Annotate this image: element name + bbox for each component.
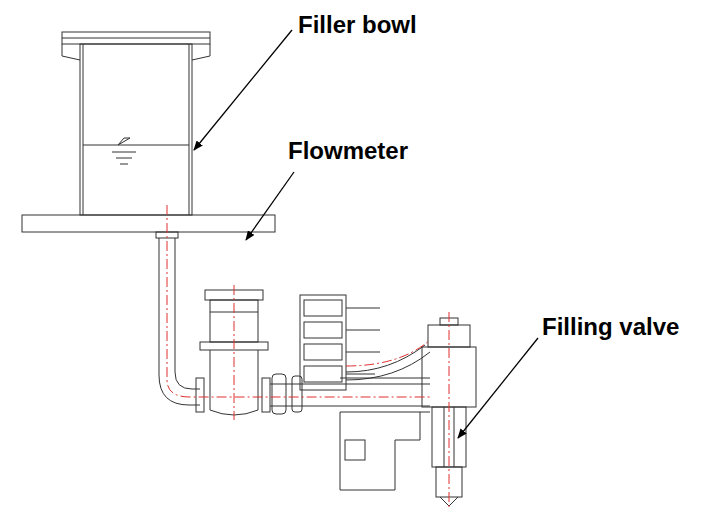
part-label: Filling valve xyxy=(540,314,681,340)
part-label: Flowmeter xyxy=(286,138,410,164)
part-label: Filler bowl xyxy=(296,12,419,38)
